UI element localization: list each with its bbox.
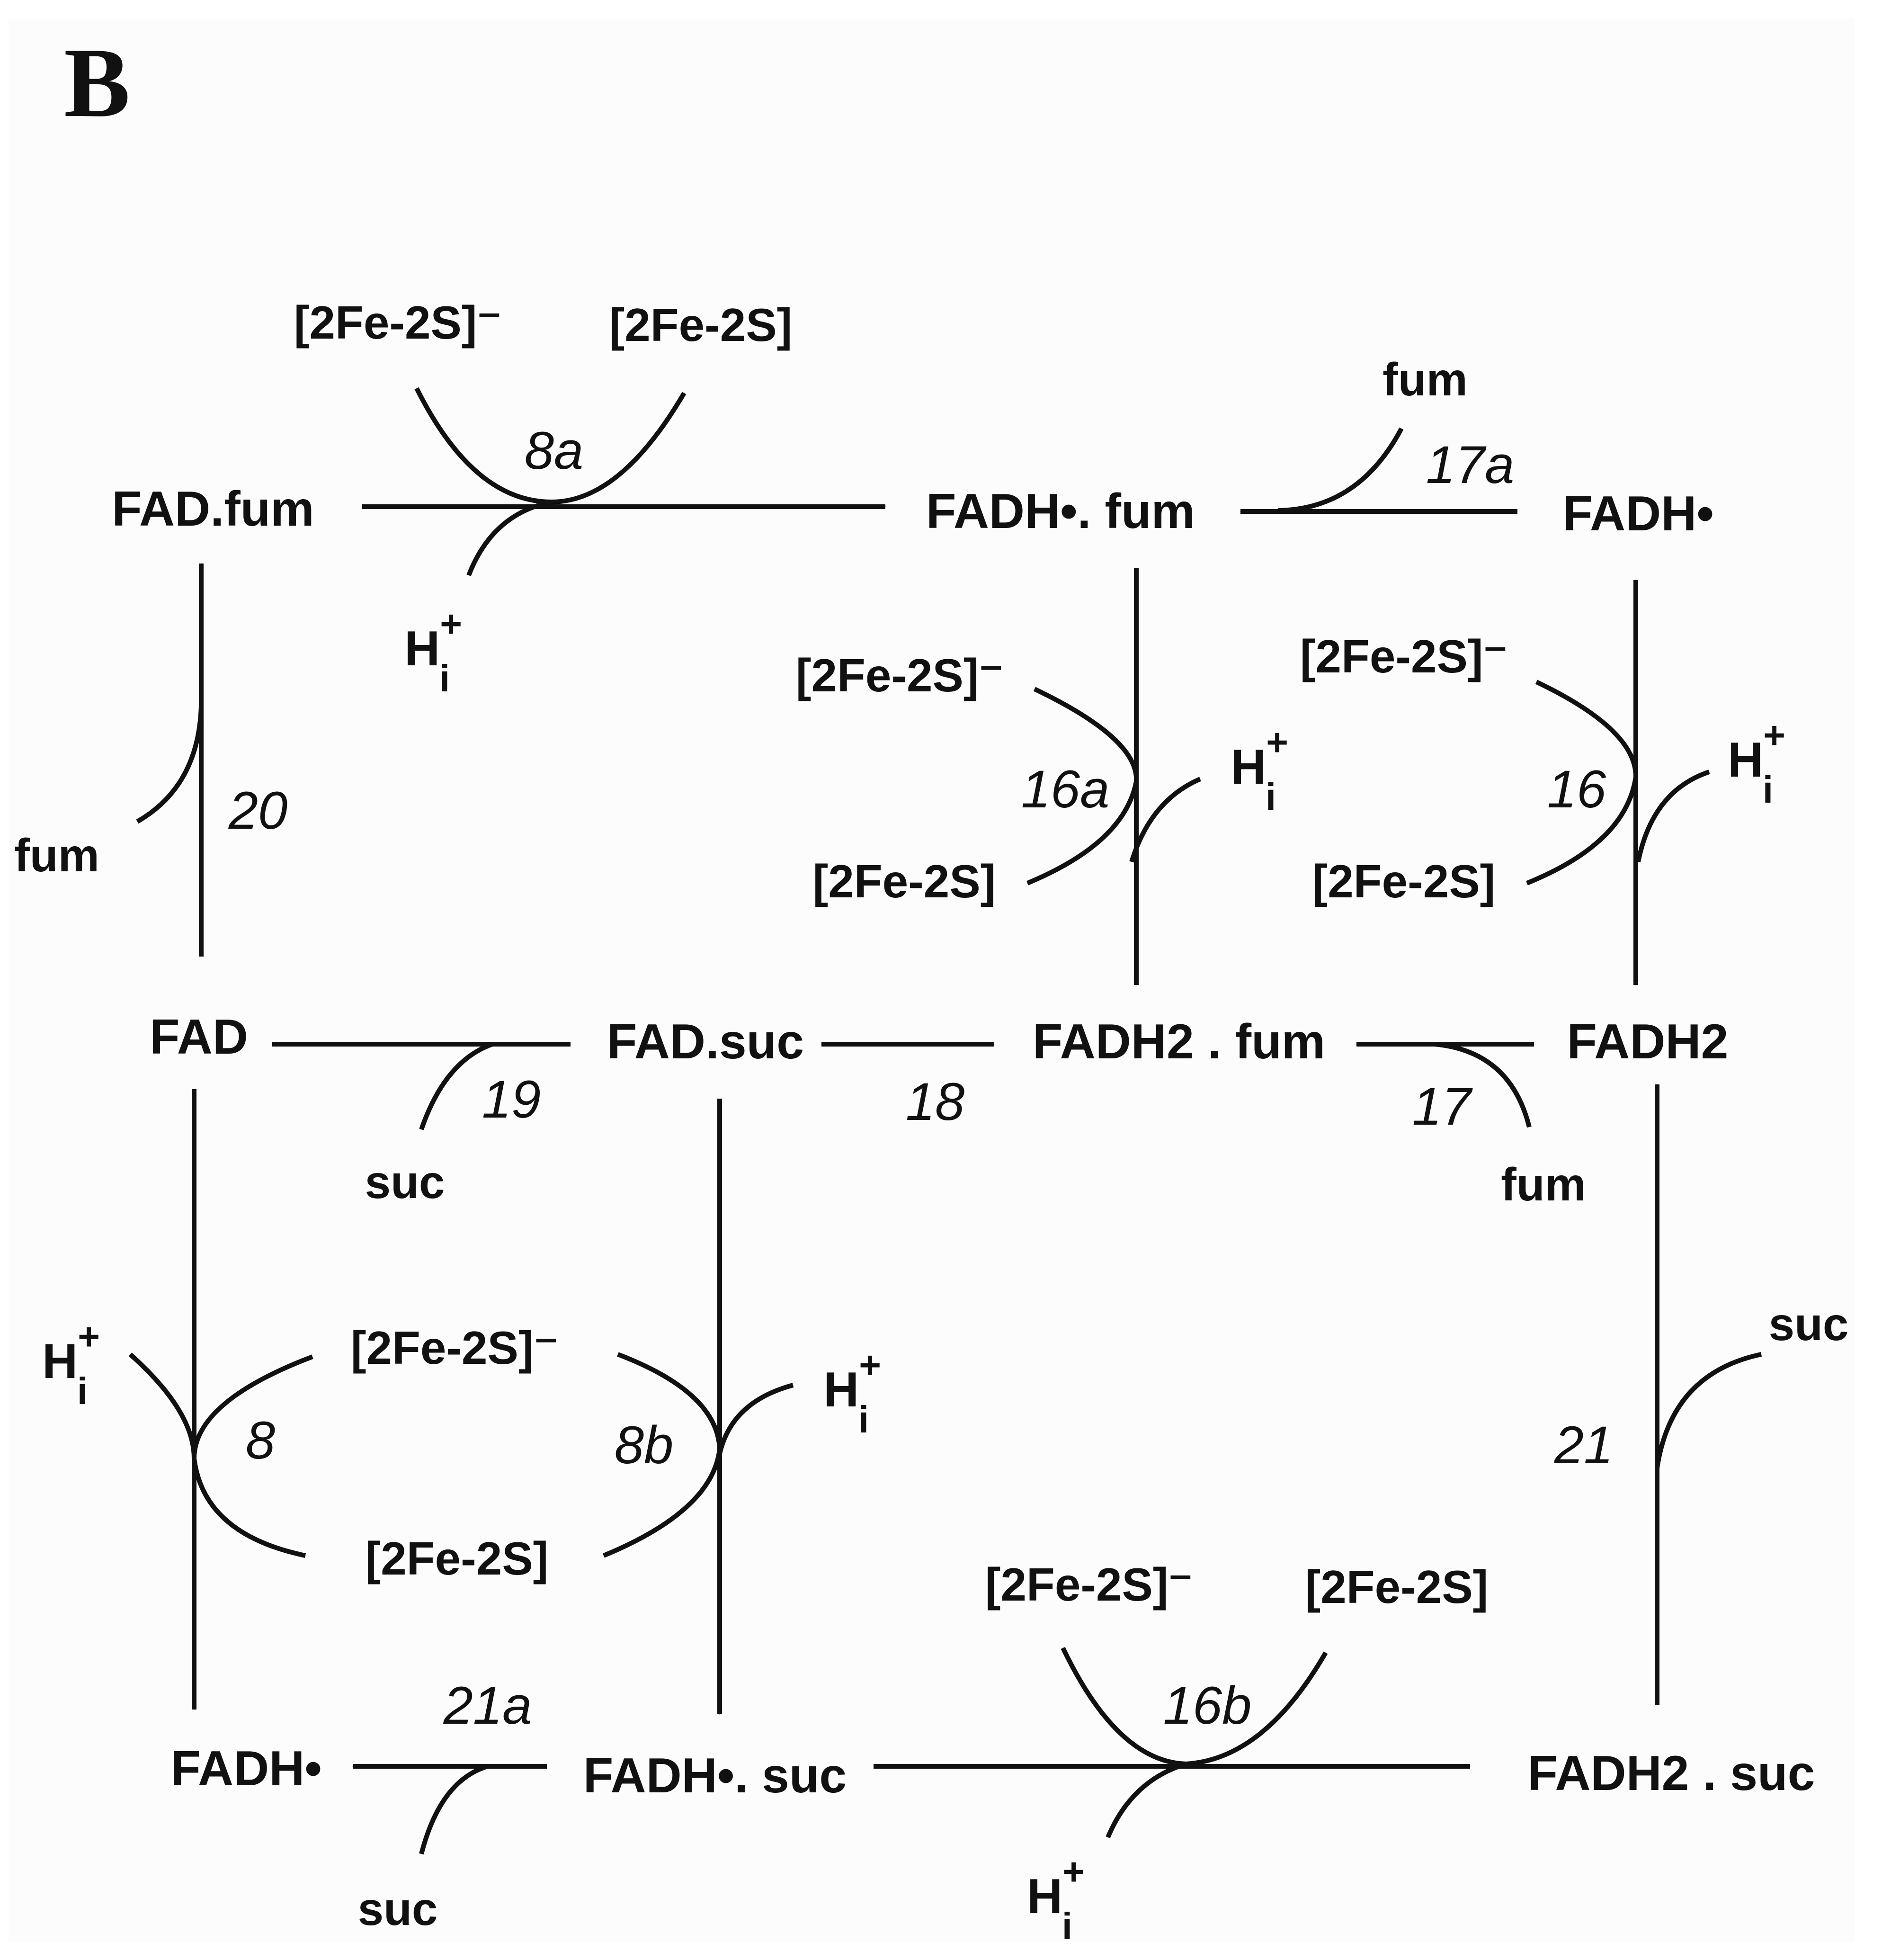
curve-8-proton: [128, 1352, 196, 1459]
curve-16-proton: [1636, 770, 1710, 862]
reaction-8b: 8b: [615, 1415, 674, 1475]
fum-17: fum: [1501, 1158, 1586, 1210]
curve-19-suc: [419, 1042, 493, 1130]
reaction-16b: 16b: [1163, 1676, 1252, 1735]
fe-oxidized-8: [2Fe-2S]: [366, 1532, 549, 1584]
reaction-17a: 17a: [1426, 435, 1515, 494]
fe-reduced-16a: [2Fe-2S]⁻: [796, 649, 1003, 701]
reaction-19: 19: [482, 1070, 541, 1129]
curve-16a-proton: [1129, 777, 1201, 863]
species-fadh-radical-fum: FADH•. fum: [926, 484, 1195, 539]
species-fadh-radical: FADH•: [1562, 486, 1714, 541]
suc-19: suc: [365, 1156, 445, 1208]
reaction-20: 20: [228, 781, 288, 840]
fe-oxidized-16: [2Fe-2S]: [1312, 855, 1496, 907]
suc-21: suc: [1769, 1298, 1849, 1350]
reaction-16: 16: [1547, 760, 1606, 819]
reaction-21: 21: [1554, 1415, 1614, 1475]
curve-8b-proton: [717, 1383, 794, 1455]
panel-label: B: [64, 28, 130, 138]
fe-reduced-16b: [2Fe-2S]⁻: [985, 1558, 1193, 1611]
species-fadh2-fum: FADH2 . fum: [1033, 1014, 1325, 1069]
curve-16b-electron: [1061, 1647, 1328, 1767]
reaction-8a: 8a: [525, 421, 584, 480]
fe-oxidized-16b: [2Fe-2S]: [1305, 1561, 1489, 1613]
proton-8: H+i: [42, 1316, 100, 1412]
curve-21-suc: [1655, 1352, 1762, 1468]
reaction-18: 18: [906, 1072, 965, 1131]
fe-reduced-8: [2Fe-2S]⁻: [351, 1322, 558, 1374]
curve-16b-proton: [1106, 1762, 1187, 1838]
species-fad-suc: FAD.suc: [607, 1014, 804, 1069]
curve-8-electron: [191, 1354, 313, 1558]
fum-17a: fum: [1383, 353, 1468, 405]
curve-20-fum: [136, 705, 204, 824]
fe-reduced-16: [2Fe-2S]⁻: [1300, 630, 1507, 682]
proton-16: H+i: [1728, 714, 1785, 811]
figure-panel: [9, 19, 1855, 1942]
curve-17a-fum: [1278, 427, 1404, 513]
proton-8a: H+i: [404, 603, 462, 699]
fe-reduced-8a: [2Fe-2S]⁻: [294, 296, 501, 349]
species-fad: FAD: [150, 1010, 248, 1065]
proton-8b: H+i: [823, 1344, 881, 1441]
species-fad-fum: FAD.fum: [112, 482, 314, 537]
fe-oxidized-8a: [2Fe-2S]: [609, 299, 793, 351]
species-fadh-radical-b: FADH•: [170, 1741, 322, 1796]
curve-17-fum: [1434, 1042, 1532, 1128]
species-fadh2: FADH2: [1567, 1014, 1729, 1069]
reaction-21a: 21a: [443, 1676, 532, 1735]
species-fadh2-suc: FADH2 . suc: [1528, 1746, 1815, 1801]
curve-21a-suc: [419, 1764, 489, 1855]
proton-16b: H+i: [1027, 1851, 1085, 1947]
curve-16a-electron: [1026, 687, 1139, 886]
suc-21a: suc: [358, 1883, 438, 1935]
species-fadh-radical-suc: FADH•. suc: [583, 1748, 847, 1803]
fe-oxidized-16a: [2Fe-2S]: [813, 855, 996, 907]
reaction-8: 8: [246, 1411, 275, 1470]
curve-8a-proton: [466, 500, 552, 576]
curve-16-electron: [1526, 680, 1639, 886]
reaction-16a: 16a: [1021, 760, 1110, 819]
reaction-17: 17: [1412, 1077, 1473, 1136]
fum-20: fum: [14, 829, 99, 881]
proton-16a: H+i: [1231, 721, 1288, 818]
